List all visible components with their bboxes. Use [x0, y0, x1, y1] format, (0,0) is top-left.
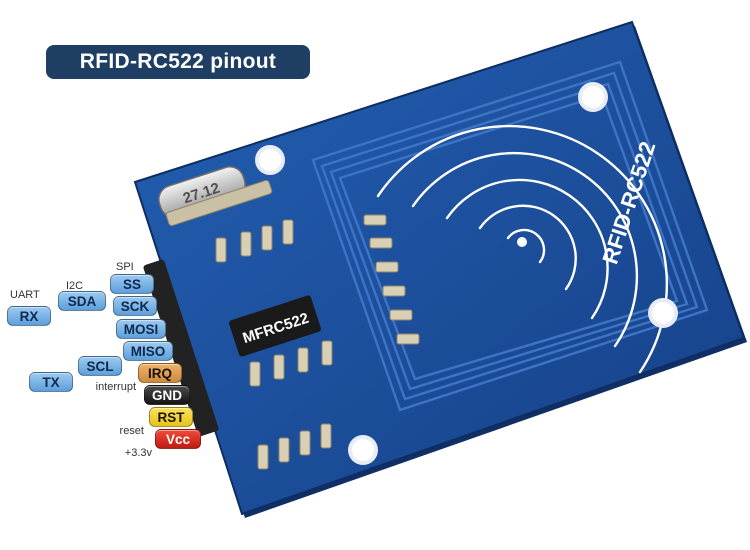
i2c-header: I2C: [66, 280, 84, 292]
mounting-holes: [255, 82, 678, 465]
interrupt-label: interrupt: [95, 381, 136, 393]
spi-header: SPI: [116, 261, 134, 273]
pin-rst: RST: [149, 407, 193, 427]
pin-tx: TX: [29, 372, 73, 392]
smd-components: [215, 214, 420, 470]
pin-irq: IRQ: [138, 363, 182, 383]
pin-sck: SCK: [113, 296, 157, 316]
uart-header: UART: [10, 289, 40, 301]
pcb: [133, 20, 746, 516]
smd-c13-c12: [165, 179, 273, 227]
pin-sda: SDA: [58, 291, 106, 311]
antenna-loops: [311, 60, 709, 412]
pin-mosi: MOSI: [116, 319, 166, 339]
v33-label: +3.3v: [124, 447, 152, 459]
pin-header: [143, 259, 219, 437]
reset-label: reset: [119, 425, 144, 437]
antenna-center-dot: [517, 237, 527, 247]
pin-ss: SS: [110, 274, 154, 294]
pin-vcc: Vcc: [155, 429, 201, 449]
diagram-title: RFID-RC522 pinout: [46, 45, 310, 79]
pin-miso: MISO: [123, 341, 173, 361]
pin-scl: SCL: [78, 356, 122, 376]
pin-rx: RX: [7, 306, 51, 326]
pin-gnd: GND: [144, 385, 190, 405]
